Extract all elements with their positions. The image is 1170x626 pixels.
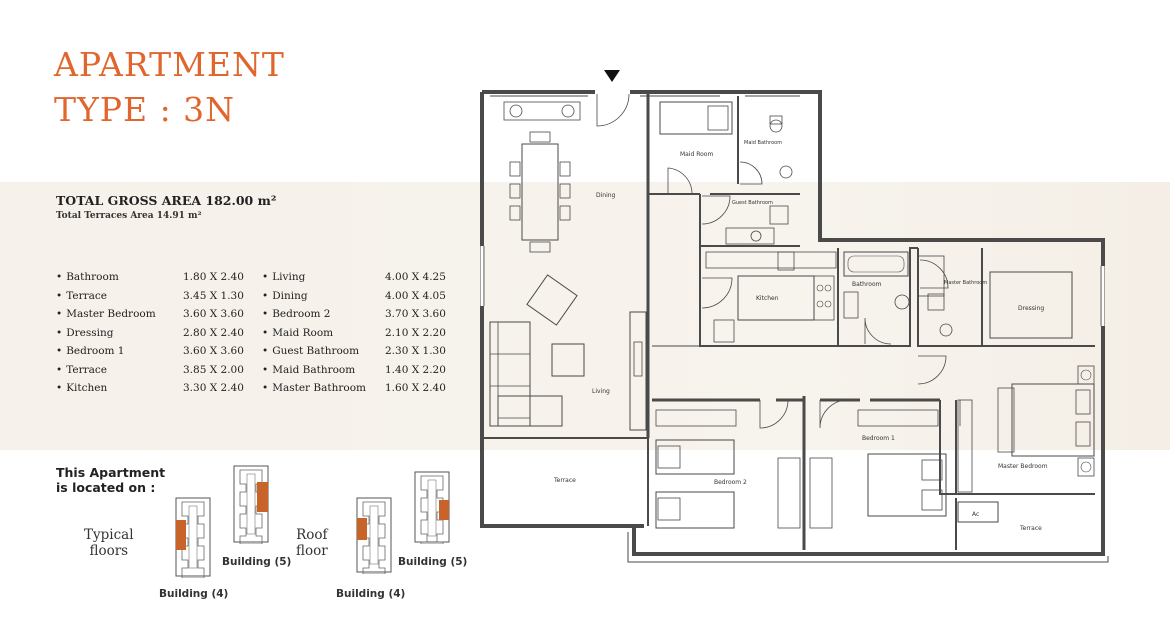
room-name: Maid Bathroom (262, 364, 355, 376)
floor-plan: Dining Living Terrace Maid Room Maid Bat… (480, 70, 1109, 563)
room-label-dressing: Dressing (1018, 305, 1044, 312)
total-gross-area: TOTAL GROSS AREA 182.00 m² (56, 193, 277, 208)
room-name: Kitchen (56, 382, 107, 394)
roof-building5-keymap (414, 471, 450, 544)
room-label-dining: Dining (596, 192, 616, 199)
room-dimension: 2.80 X 2.40 (183, 326, 244, 339)
room-dimension: 3.60 X 3.60 (183, 308, 244, 320)
room-name: Master Bathroom (262, 382, 366, 394)
roof-building5-label: Building (5) (398, 556, 468, 568)
room-label-living: Living (592, 388, 610, 395)
typical-building5-keymap (233, 465, 269, 544)
typical-floors-label: Typical floors (84, 527, 134, 559)
total-terraces-area: Total Terraces Area 14.91 m² (56, 211, 202, 221)
typical-building5-label: Building (5) (222, 556, 292, 568)
room-name: Bedroom 2 (262, 308, 330, 320)
room-name: Dining (262, 290, 307, 302)
room-dimension: 3.45 X 1.30 (183, 289, 244, 302)
balcony-rail (627, 532, 1109, 563)
outer-wall (482, 90, 1105, 556)
room-name: Bathroom (56, 271, 119, 283)
room-name: Terrace (56, 364, 107, 376)
roof-floor-label: Roof floor (296, 527, 328, 559)
room-label-bathroom: Bathroom (852, 281, 882, 288)
room-name: Dressing (56, 327, 113, 339)
page-title-line1: APARTMENT (54, 45, 285, 84)
room-label-maid-room: Maid Room (680, 151, 713, 158)
room-dimension: 2.10 X 2.20 (385, 326, 446, 339)
room-name: Maid Room (262, 327, 333, 339)
typical-building4-keymap (175, 497, 211, 578)
room-label-ac: Ac (972, 511, 979, 518)
room-dimension: 3.85 X 2.00 (183, 363, 244, 376)
room-name: Terrace (56, 290, 107, 302)
room-name: Bedroom 1 (56, 345, 124, 357)
room-name: Guest Bathroom (262, 345, 359, 357)
room-label-terrace: Terrace (553, 477, 576, 484)
location-heading: This Apartment is located on : (56, 465, 166, 495)
room-dimension: 1.40 X 2.20 (385, 363, 446, 376)
room-dimension: 3.60 X 3.60 (183, 345, 244, 357)
room-label-guest-bathroom: Guest Bathroom (732, 200, 773, 206)
room-label-master-bedroom: Master Bedroom (998, 463, 1048, 470)
room-dimension: 1.80 X 2.40 (183, 271, 244, 283)
roof-building4-label: Building (4) (336, 588, 406, 600)
room-name: Living (262, 271, 305, 283)
info-band (0, 182, 1170, 450)
typical-building4-label: Building (4) (159, 588, 229, 600)
room-label-bedroom2: Bedroom 2 (714, 479, 747, 486)
room-dimension: 3.30 X 2.40 (183, 382, 244, 394)
outer-wall-left (480, 92, 644, 528)
room-label-bedroom1: Bedroom 1 (862, 435, 895, 442)
room-dimension: 1.60 X 2.40 (385, 382, 446, 394)
room-label-master-bathroom: Master Bathroom (944, 280, 987, 286)
room-dimension: 3.70 X 3.60 (385, 308, 446, 320)
room-dimension: 4.00 X 4.05 (385, 289, 446, 302)
room-label-terrace-master: Terrace (1019, 525, 1042, 532)
room-name: Master Bedroom (56, 308, 155, 320)
room-label-kitchen: Kitchen (756, 295, 779, 302)
entrance-arrow-icon (604, 70, 620, 82)
page-title-line2: TYPE : 3N (54, 90, 236, 129)
room-label-maid-bathroom: Maid Bathroom (744, 140, 782, 146)
roof-building4-keymap (356, 497, 392, 574)
room-dimension: 4.00 X 4.25 (385, 271, 446, 283)
room-dimension: 2.30 X 1.30 (385, 345, 446, 357)
